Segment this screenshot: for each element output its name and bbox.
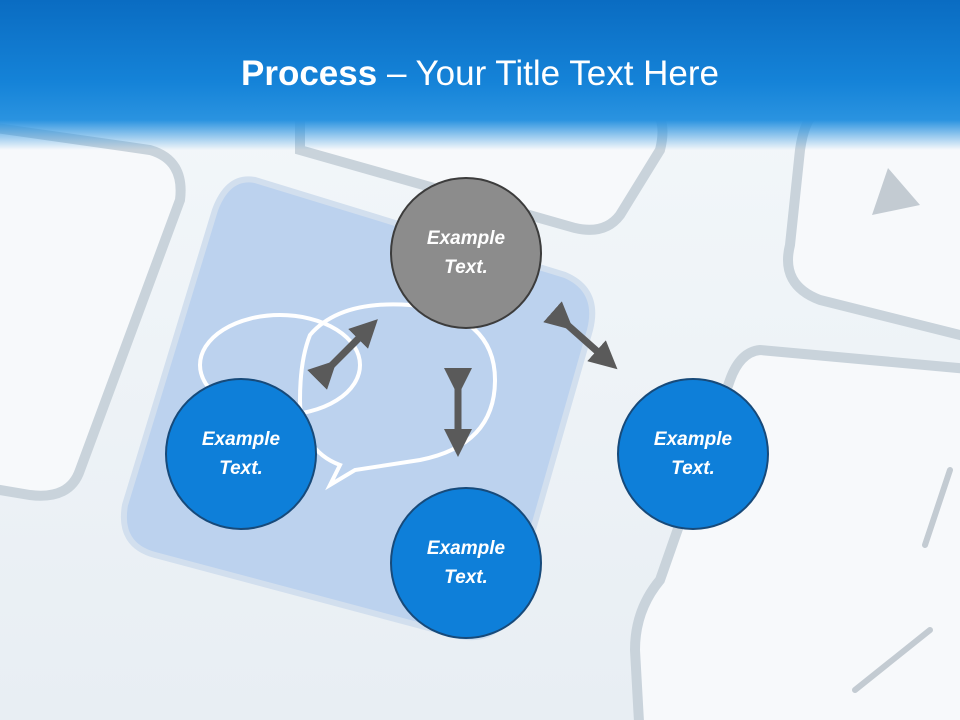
- keyboard-arrow-symbol: [872, 168, 920, 215]
- process-node-top: Example Text.: [390, 177, 542, 329]
- arrow-top-left: [307, 319, 378, 390]
- process-node-label: Example Text.: [426, 538, 506, 588]
- title-separator: –: [377, 54, 416, 93]
- title-subtext: Your Title Text Here: [415, 54, 720, 93]
- process-node-right: Example Text.: [617, 378, 769, 530]
- process-node-bottom: Example Text.: [390, 487, 542, 639]
- process-node-left: Example Text.: [165, 378, 317, 530]
- process-node-label: Example Text.: [426, 228, 506, 278]
- arrow-top-right: [543, 301, 618, 370]
- process-node-label: Example Text.: [201, 429, 281, 479]
- page-title: Process – Your Title Text Here: [0, 50, 960, 98]
- title-bold: Process: [241, 54, 378, 93]
- title-bar: [0, 0, 960, 150]
- process-node-label: Example Text.: [653, 429, 733, 479]
- keyboard-key-left: [0, 123, 186, 501]
